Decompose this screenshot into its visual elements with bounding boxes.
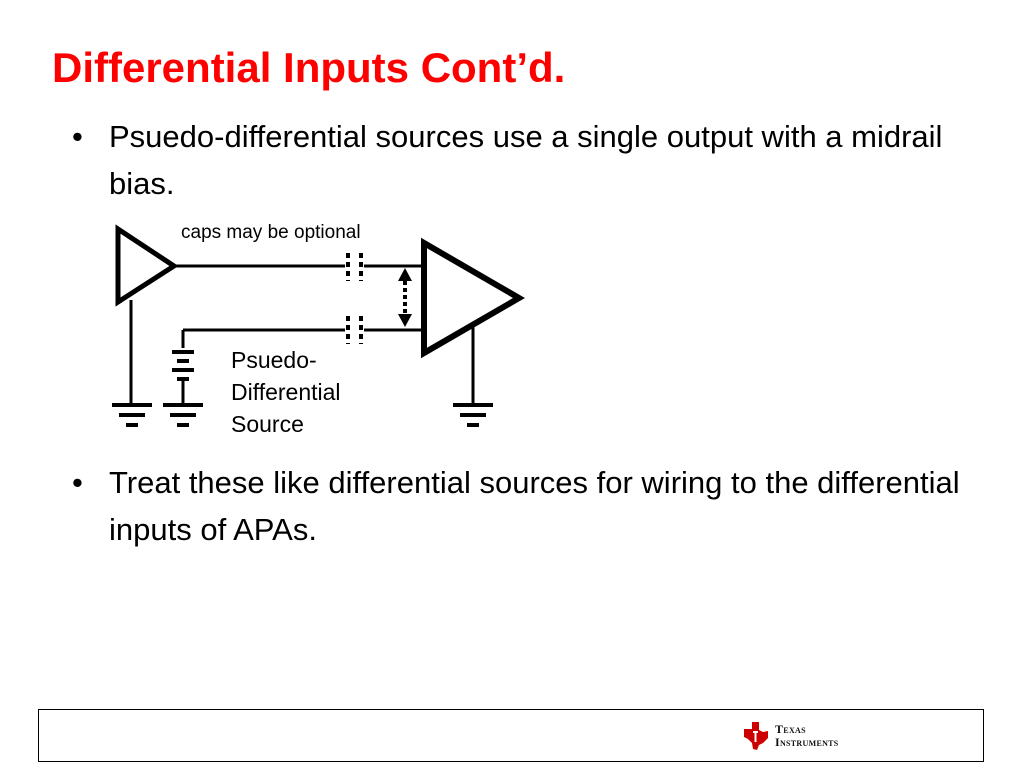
ground-icon xyxy=(163,403,203,427)
bullet-item: • Psuedo-differential sources use a sing… xyxy=(72,113,972,207)
single-ended-amplifier-icon xyxy=(115,224,179,307)
bullet-marker: • xyxy=(72,465,83,500)
pseudo-differential-source-label: Psuedo- Differential Source xyxy=(231,344,341,440)
differential-amplifier-icon xyxy=(421,237,525,359)
source-label-line: Source xyxy=(231,411,304,437)
ground-icon xyxy=(112,403,152,427)
logo-line: Texas xyxy=(775,722,806,736)
texas-instruments-logo: Texas Instruments xyxy=(742,719,839,753)
logo-wordmark: Texas Instruments xyxy=(775,723,839,749)
bullet-marker: • xyxy=(72,119,83,154)
capacitor-icon xyxy=(346,316,363,344)
logo-line: Instruments xyxy=(775,735,839,749)
bullet-item: • Treat these like differential sources … xyxy=(72,459,972,553)
texas-state-icon xyxy=(744,722,768,750)
footer-box xyxy=(38,709,984,762)
source-label-line: Differential xyxy=(231,379,341,405)
battery-icon xyxy=(172,350,194,381)
ground-icon xyxy=(453,403,493,427)
capacitor-icon xyxy=(346,253,363,281)
double-arrow-icon xyxy=(398,268,412,327)
bullet-text: Treat these like differential sources fo… xyxy=(109,465,960,547)
slide-title: Differential Inputs Cont’d. xyxy=(52,44,566,91)
source-label-line: Psuedo- xyxy=(231,347,317,373)
caps-optional-note: caps may be optional xyxy=(181,222,361,243)
bullet-text: Psuedo-differential sources use a single… xyxy=(109,119,943,201)
